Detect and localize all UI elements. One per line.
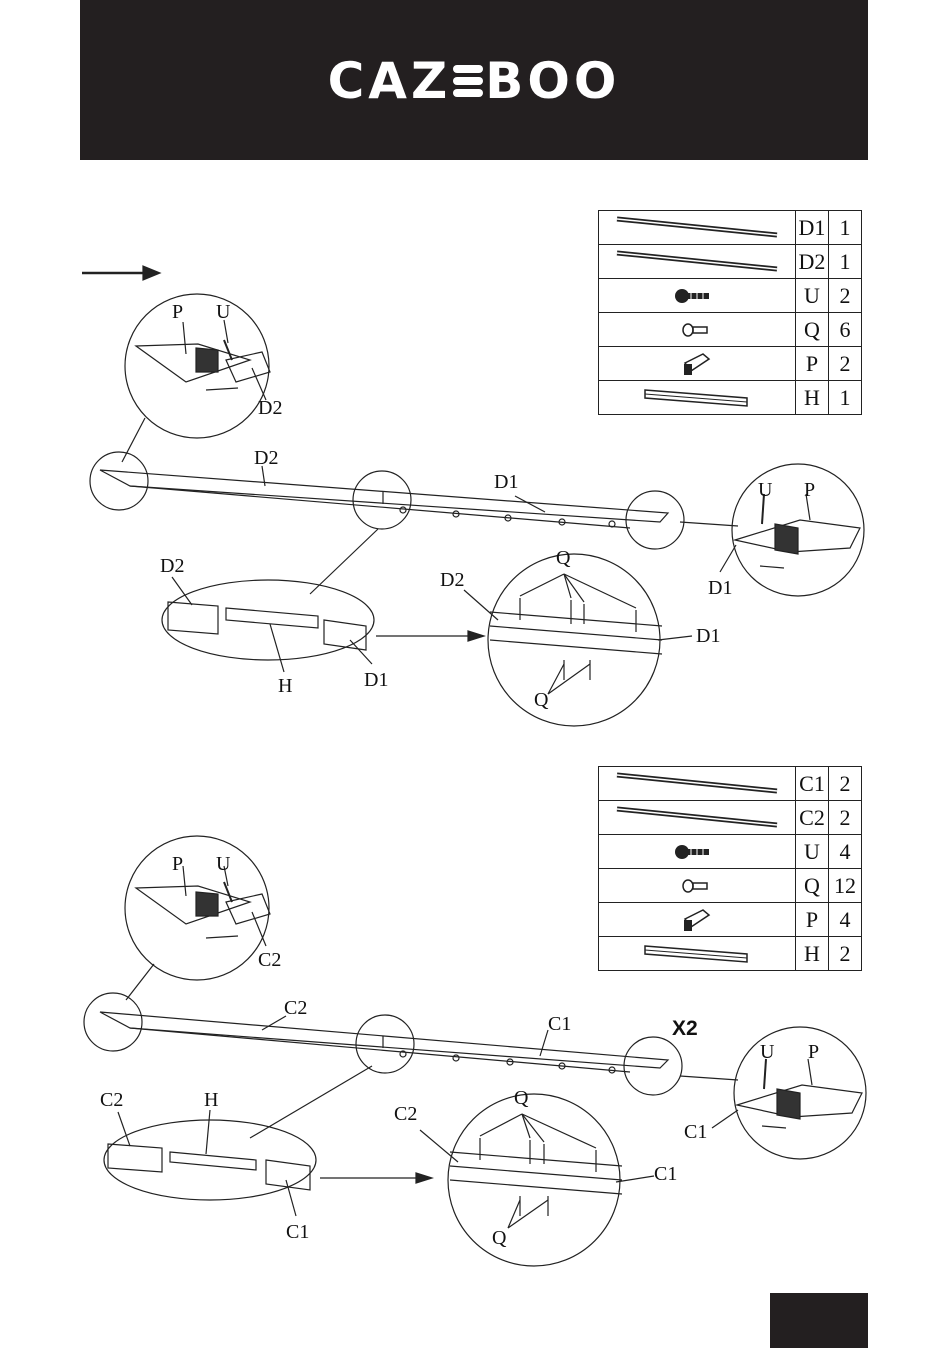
label-c1: C1 bbox=[684, 1121, 707, 1143]
label-d1: D1 bbox=[708, 577, 732, 599]
label-c1: C1 bbox=[286, 1221, 309, 1243]
label-d1: D1 bbox=[494, 471, 518, 493]
label-p: P bbox=[172, 301, 183, 323]
label-d1: D1 bbox=[696, 625, 720, 647]
label-d1: D1 bbox=[364, 669, 388, 691]
label-d2: D2 bbox=[254, 447, 278, 469]
label-p: P bbox=[172, 853, 183, 875]
label-q: Q bbox=[514, 1087, 529, 1109]
label-c2: C2 bbox=[100, 1089, 123, 1111]
label-u: U bbox=[216, 301, 231, 323]
label-c1: C1 bbox=[548, 1013, 571, 1035]
label-q: Q bbox=[534, 689, 549, 711]
label-h: H bbox=[204, 1089, 218, 1111]
label-c2: C2 bbox=[258, 949, 281, 971]
label-d2: D2 bbox=[160, 555, 184, 577]
label-u: U bbox=[758, 479, 773, 501]
label-u: U bbox=[760, 1041, 775, 1063]
label-d2: D2 bbox=[258, 397, 282, 419]
label-p: P bbox=[804, 479, 815, 501]
label-u: U bbox=[216, 853, 231, 875]
label-d2: D2 bbox=[440, 569, 464, 591]
label-q: Q bbox=[492, 1227, 507, 1249]
multiplier-label: X2 bbox=[672, 1017, 698, 1041]
label-h: H bbox=[278, 675, 292, 697]
label-c2: C2 bbox=[284, 997, 307, 1019]
label-q: Q bbox=[556, 547, 571, 569]
page-number-tab bbox=[770, 1293, 868, 1348]
arrow-head-icon bbox=[143, 266, 160, 280]
label-c2: C2 bbox=[394, 1103, 417, 1125]
label-p: P bbox=[808, 1041, 819, 1063]
label-c1: C1 bbox=[654, 1163, 677, 1185]
